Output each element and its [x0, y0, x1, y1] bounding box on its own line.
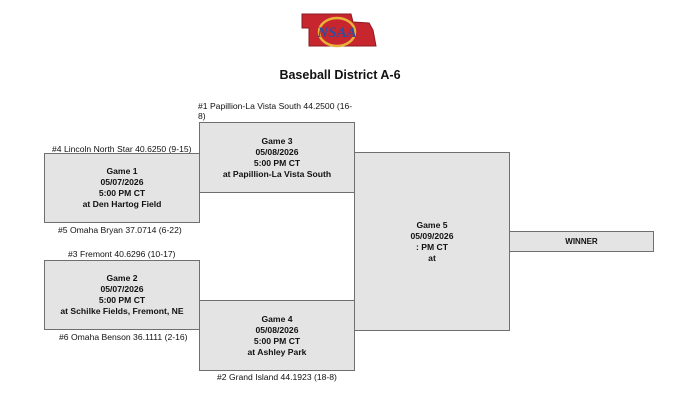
game-date: 05/07/2026: [100, 177, 144, 187]
game-time: 5:00 PM CT: [253, 335, 301, 346]
seed-5-label: #5 Omaha Bryan 37.0714 (6-22): [58, 225, 182, 235]
logo-text: NSAA: [316, 25, 356, 41]
game-title: Game 3: [261, 135, 293, 146]
winner-label: WINNER: [565, 237, 598, 246]
seed-1-label: #1 Papillion-La Vista South 44.2500 (16-…: [198, 101, 353, 121]
game-time: 5:00 PM CT: [98, 295, 146, 305]
game-location: at Papillion-La Vista South: [222, 168, 332, 179]
game-5-box[interactable]: Game 5 05/09/2026 : PM CT at: [354, 152, 510, 331]
game-4-box[interactable]: Game 4 05/08/2026 5:00 PM CT at Ashley P…: [199, 300, 355, 371]
page-title: Baseball District A-6: [279, 68, 401, 82]
game-title: Game 2: [106, 273, 138, 283]
game-location: at Ashley Park: [247, 346, 307, 357]
game-3-box[interactable]: Game 3 05/08/2026 5:00 PM CT at Papillio…: [199, 122, 355, 193]
game-date: 05/07/2026: [100, 284, 144, 294]
seed-2-label: #2 Grand Island 44.1923 (18-8): [217, 372, 337, 382]
game-location: at: [428, 252, 436, 263]
seed-3-label: #3 Fremont 40.6296 (10-17): [68, 249, 176, 259]
game-date: 05/09/2026: [410, 230, 454, 241]
nsaa-logo: NSAA: [299, 6, 379, 54]
game-date: 05/08/2026: [255, 146, 299, 157]
seed-6-label: #6 Omaha Benson 36.1111 (2-16): [59, 332, 188, 342]
game-title: Game 5: [416, 219, 448, 230]
nebraska-map-icon: NSAA: [301, 13, 377, 48]
game-time: : PM CT: [416, 241, 448, 252]
winner-box[interactable]: WINNER: [509, 231, 654, 252]
seed-4-label: #4 Lincoln North Star 40.6250 (9-15): [52, 144, 192, 154]
game-title: Game 4: [261, 313, 293, 324]
game-2-box[interactable]: Game 2 05/07/2026 5:00 PM CT at Schilke …: [44, 260, 200, 330]
game-location: at Schilke Fields, Fremont, NE: [60, 306, 184, 316]
game-location: at Den Hartog Field: [82, 199, 162, 209]
game-time: 5:00 PM CT: [98, 188, 146, 198]
game-time: 5:00 PM CT: [253, 157, 301, 168]
game-date: 05/08/2026: [255, 324, 299, 335]
game-1-box[interactable]: Game 1 05/07/2026 5:00 PM CT at Den Hart…: [44, 153, 200, 223]
game-title: Game 1: [106, 166, 138, 176]
